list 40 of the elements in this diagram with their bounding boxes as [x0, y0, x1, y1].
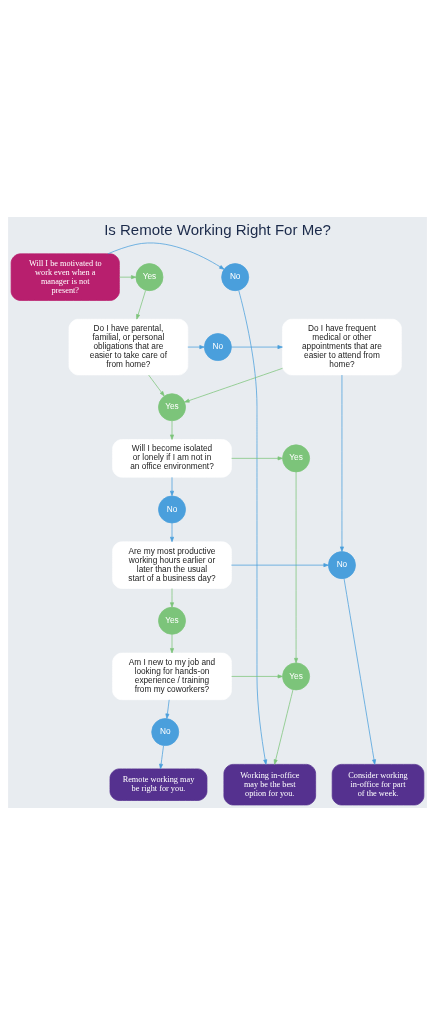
arrow — [273, 688, 294, 765]
arrow — [231, 562, 329, 567]
node-circle: Yes — [282, 662, 310, 690]
node-box: Will I become isolated or lonely if I am not in an office environment? — [112, 438, 232, 478]
arrow — [187, 344, 205, 349]
arrow — [165, 698, 170, 719]
arrow — [238, 289, 268, 765]
arrow — [343, 577, 376, 765]
arrow — [184, 367, 283, 402]
arrow — [231, 344, 283, 349]
node-circle: Yes — [158, 606, 186, 635]
arrow — [340, 374, 344, 552]
arrow — [231, 673, 283, 678]
diagram-title: Is Remote Working Right For Me? — [104, 220, 331, 238]
node-box: Will I be motivated to work even when a manager is not present? — [10, 252, 120, 301]
arrow — [107, 242, 225, 270]
node-circle: No — [203, 332, 232, 361]
arrow — [170, 633, 174, 653]
node-box: Remote working may be right for you. — [109, 768, 208, 801]
node-circle: Yes — [135, 262, 164, 291]
arrow — [231, 455, 283, 460]
arrow — [170, 522, 174, 542]
arrow — [119, 274, 137, 279]
node-box: Do I have frequent medical or other appointments that are easier to attend from home? — [282, 318, 402, 375]
node-circle: Yes — [282, 443, 310, 472]
arrow — [170, 476, 174, 496]
node-box: Are my most productive working hours earlier or later than the usual start of a business day? — [112, 540, 232, 589]
node-box: Am I new to my job and looking for hands-on experience / training from my coworkers? — [112, 652, 232, 700]
node-circle: No — [158, 495, 186, 523]
arrow — [159, 744, 164, 769]
node-box: Do I have parental, familial, or personal obligations that are easier to take care of from home? — [68, 318, 189, 375]
node-circle: No — [328, 550, 356, 579]
arrow — [148, 374, 165, 396]
arrow — [170, 587, 174, 608]
arrow — [136, 289, 146, 319]
node-box: Consider working in-office for part of the week. — [331, 763, 425, 805]
node-box: Working in-office may be the best option for you. — [223, 763, 316, 805]
node-circle: No — [151, 717, 180, 746]
arrow — [294, 471, 299, 663]
arrow — [170, 420, 174, 440]
